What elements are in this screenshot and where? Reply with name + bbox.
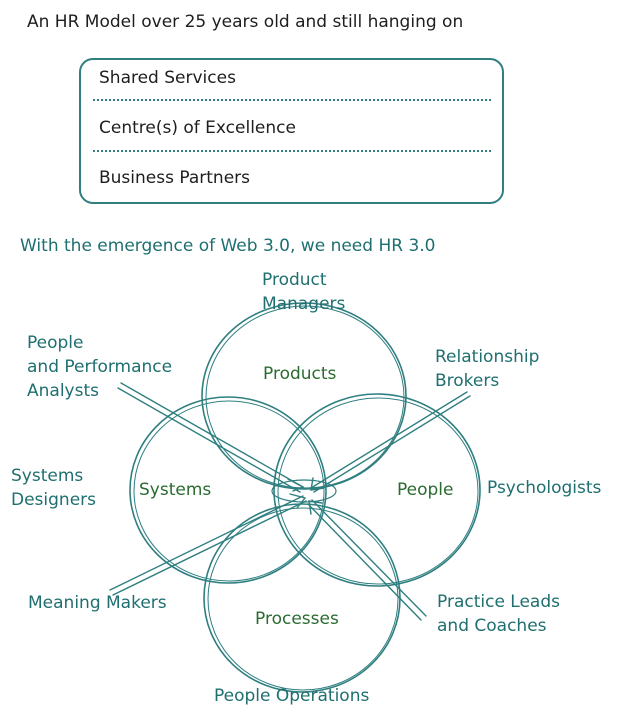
circle-processes: [203, 503, 401, 693]
circle-label-products: Products: [263, 364, 337, 384]
box-row-business-partners: Business Partners: [99, 168, 251, 188]
arrow-relationship-brokers: [310, 391, 471, 493]
circle-products: [201, 302, 407, 490]
arrow-meaning-makers: [109, 495, 307, 596]
hr-model-box: Shared Services Centre(s) of Excellence …: [79, 58, 504, 204]
role-people-operations: People Operations: [214, 686, 370, 706]
circle-label-systems: Systems: [139, 480, 212, 500]
diagram-subtitle: With the emergence of Web 3.0, we need H…: [20, 236, 436, 256]
role-relationship-brokers: Relationship Brokers: [435, 347, 540, 391]
arrow-performance-analysts: [117, 382, 304, 493]
box-row-shared-services: Shared Services: [99, 68, 236, 88]
role-psychologists: Psychologists: [487, 478, 602, 498]
circle-people: [273, 393, 481, 587]
box-divider-2: [93, 150, 491, 152]
role-meaning-makers: Meaning Makers: [28, 593, 167, 613]
role-practice-leads-coaches: Practice Leads and Coaches: [437, 592, 561, 636]
box-divider-1: [93, 99, 491, 101]
role-people-performance-analysts: People and Performance Analysts: [27, 333, 173, 401]
arrow-practice-leads: [307, 499, 427, 621]
circle-label-processes: Processes: [255, 609, 339, 629]
role-systems-designers: Systems Designers: [11, 466, 96, 510]
box-row-centres-of-excellence: Centre(s) of Excellence: [99, 118, 296, 138]
role-product-managers: Product Managers: [262, 270, 346, 314]
circle-systems: [129, 396, 327, 584]
diagram-title: An HR Model over 25 years old and still …: [27, 12, 464, 32]
circle-label-people: People: [397, 480, 454, 500]
